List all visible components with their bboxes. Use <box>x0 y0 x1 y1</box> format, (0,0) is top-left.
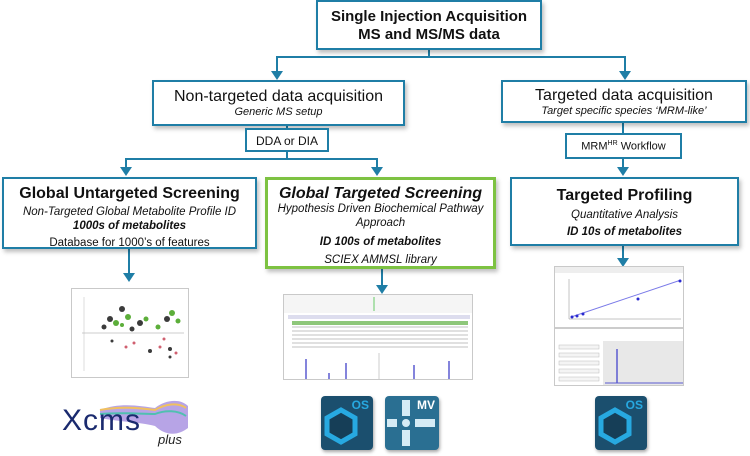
mrm-workflow-box: MRMHR Workflow <box>565 133 682 159</box>
targeted-profiling-box: Targeted Profiling Quantitative Analysis… <box>510 177 739 246</box>
connector-untargeted-down <box>128 248 130 274</box>
mv-label: MV <box>417 398 435 412</box>
profiling-title: Targeted Profiling <box>556 187 693 204</box>
untargeted-line3: Database for 1000’s of features <box>49 236 210 249</box>
xcms-plus-logo: Xcms plus <box>60 392 200 452</box>
targeted-screening-line3: SCIEX AMMSL library <box>324 253 437 266</box>
os-software-icon: OS <box>321 396 373 450</box>
untargeted-line2: 1000s of metabolites <box>72 219 187 232</box>
connector-mrm-stem <box>622 158 624 168</box>
arrow-down-icon <box>123 273 135 282</box>
single-injection-subtitle: MS and MS/MS data <box>358 26 500 43</box>
targeted-acquisition-subtitle: Target specific species ‘MRM-like’ <box>541 105 707 118</box>
software-screenshot-graphic <box>284 295 472 379</box>
single-injection-box: Single Injection Acquisition MS and MS/M… <box>316 0 542 50</box>
connector-top-stem <box>428 49 430 57</box>
targeted-acquisition-box: Targeted data acquisition Target specifi… <box>501 80 747 123</box>
connector-top-horizontal <box>276 56 626 58</box>
connector-dda-horizontal <box>125 158 378 160</box>
connector-right-drop <box>624 56 626 72</box>
dda-dia-label: DDA or DIA <box>255 134 318 148</box>
calibration-screenshot-thumbnail <box>554 266 684 386</box>
connector-nt-to-dda <box>286 125 288 129</box>
arrow-down-icon <box>617 167 629 176</box>
connector-ta-to-mrm <box>622 122 624 133</box>
arrow-down-icon <box>617 258 629 267</box>
software-screenshot-thumbnail <box>283 294 473 380</box>
profiling-line1: Quantitative Analysis <box>571 209 678 222</box>
connector-profiling-down <box>622 245 624 259</box>
targeted-screening-title: Global Targeted Screening <box>278 185 482 202</box>
xcms-plus-text: plus <box>158 432 182 447</box>
hexagon-icon <box>598 407 632 445</box>
targeted-screening-line2: ID 100s of metabolites <box>319 235 442 248</box>
connector-left-drop <box>276 56 278 72</box>
global-untargeted-screening-box: Global Untargeted Screening Non-Targeted… <box>2 177 257 249</box>
xcms-wave-graphic <box>99 400 188 434</box>
mrm-prefix: MRM <box>581 140 608 153</box>
profiling-line2: ID 10s of metabolites <box>566 225 683 238</box>
os-label: OS <box>351 398 369 412</box>
arrow-down-icon <box>120 167 132 176</box>
crosshair-icon <box>387 400 435 446</box>
arrow-down-icon <box>376 285 388 294</box>
mrm-sup: HR <box>607 140 618 147</box>
mv-software-icon: MV <box>385 396 439 450</box>
non-targeted-box: Non-targeted data acquisition Generic MS… <box>152 80 405 126</box>
os-label-right: OS <box>625 398 643 412</box>
global-targeted-screening-box: Global Targeted Screening Hypothesis Dri… <box>265 177 496 269</box>
arrow-down-icon <box>271 71 283 80</box>
targeted-screening-line1: Hypothesis Driven Biochemical Pathway Ap… <box>277 203 484 229</box>
cloud-plot-thumbnail <box>71 288 189 378</box>
arrow-down-icon <box>371 167 383 176</box>
xcms-text: Xcms <box>62 404 141 437</box>
untargeted-title: Global Untargeted Screening <box>19 185 240 202</box>
connector-dda-stem <box>286 151 288 159</box>
hexagon-icon <box>324 407 358 445</box>
connector-dda-right <box>376 158 378 168</box>
os-software-icon-right: OS <box>595 396 647 450</box>
arrow-down-icon <box>619 71 631 80</box>
connector-dda-left <box>125 158 127 168</box>
mrm-suffix: Workflow <box>617 140 666 153</box>
connector-targeted-down <box>381 268 383 286</box>
dda-dia-box: DDA or DIA <box>245 128 329 152</box>
non-targeted-title: Non-targeted data acquisition <box>173 88 384 105</box>
targeted-acquisition-title: Targeted data acquisition <box>535 87 713 104</box>
calibration-graphic <box>555 267 683 385</box>
cloud-plot-graphic <box>82 297 184 371</box>
untargeted-line1: Non-Targeted Global Metabolite Profile I… <box>22 206 237 219</box>
single-injection-title: Single Injection Acquisition <box>330 8 528 25</box>
non-targeted-subtitle: Generic MS setup <box>234 106 323 119</box>
